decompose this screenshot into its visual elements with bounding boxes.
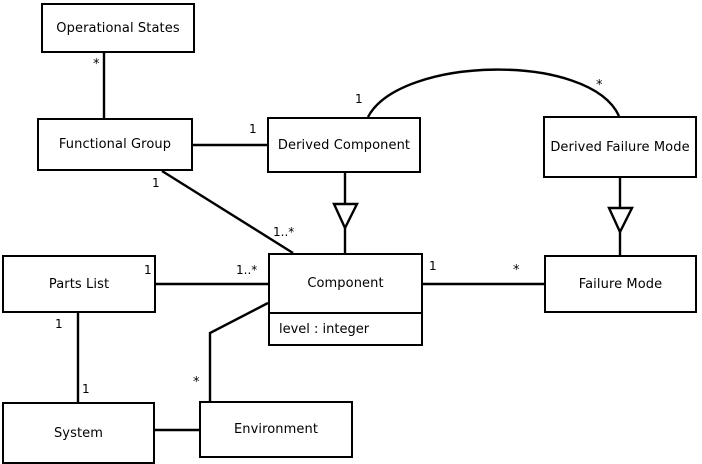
multiplicity-label-m-env-comp: * <box>193 375 200 390</box>
class-name-component: Component <box>307 276 384 291</box>
class-name-derived-failure-mode: Derived Failure Mode <box>550 139 690 155</box>
arrowhead-gen-derivedcomponent-component <box>332 202 359 231</box>
class-box-derived-failure-mode[interactable]: Derived Failure Mode <box>543 116 697 178</box>
class-box-system[interactable]: System <box>2 402 155 464</box>
multiplicity-label-m-partslist-comp-left: 1 <box>144 263 152 277</box>
multiplicity-label-m-dfm-curve: * <box>596 78 603 93</box>
multiplicity-label-m-fg-comp-near-comp: 1..* <box>273 225 295 239</box>
class-box-derived-component[interactable]: Derived Component <box>267 117 421 173</box>
multiplicity-label-m-dc-curve: 1 <box>355 92 363 106</box>
class-box-functional-group[interactable]: Functional Group <box>37 118 193 171</box>
multiplicity-label-m-partslist-system: 1 <box>55 317 63 331</box>
edges-group <box>76 53 622 432</box>
class-name-derived-component: Derived Component <box>277 137 411 153</box>
class-attributes-component: level : integer <box>270 312 421 344</box>
class-name-failure-mode: Failure Mode <box>578 276 663 292</box>
class-name-system: System <box>53 425 104 441</box>
generalization-arrowheads-group <box>332 202 634 235</box>
class-box-environment[interactable]: Environment <box>199 401 353 458</box>
class-box-parts-list[interactable]: Parts List <box>2 255 156 313</box>
class-box-component[interactable]: Component level : integer <box>268 253 423 346</box>
multiplicity-label-m-comp-fm-right: * <box>513 263 520 278</box>
multiplicity-label-m-system-partslist: 1 <box>82 382 90 396</box>
multiplicity-label-m-partslist-comp-right: 1..* <box>236 263 258 277</box>
edge-assoc-environment-component[interactable] <box>208 301 269 401</box>
class-name-environment: Environment <box>233 422 319 437</box>
edge-assoc-functionalgroup-component[interactable] <box>161 169 294 255</box>
class-name-functional-group: Functional Group <box>58 137 172 152</box>
class-box-operational-states[interactable]: Operational States <box>41 3 195 53</box>
multiplicity-label-m-opstates-fg: * <box>93 57 100 72</box>
edge-assoc-derivedcomponent-derivedfailuremode[interactable] <box>366 68 621 118</box>
class-box-failure-mode[interactable]: Failure Mode <box>544 255 697 313</box>
class-name-parts-list: Parts List <box>48 276 110 292</box>
arrowhead-gen-derivedfailuremode-failuremode <box>607 206 634 235</box>
multiplicity-label-m-fg-comp-near-fg: 1 <box>152 176 160 190</box>
class-name-operational-states: Operational States <box>56 20 180 36</box>
multiplicity-label-m-fg-dc: 1 <box>249 122 257 136</box>
multiplicity-label-m-comp-fm-left: 1 <box>429 259 437 273</box>
